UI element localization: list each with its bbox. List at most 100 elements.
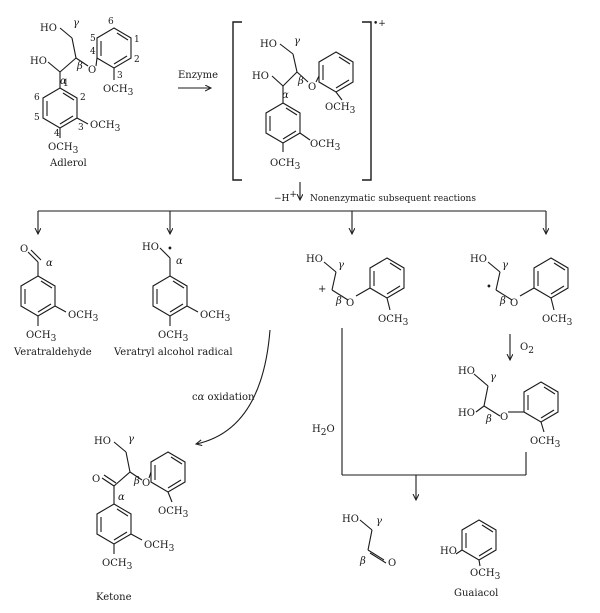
- carbocation-structure: HO γ + β O OCH3: [306, 254, 409, 328]
- svg-text:6: 6: [34, 93, 40, 103]
- glycolaldehyde-structure: HO γ β O: [342, 514, 396, 569]
- svg-text:OCH3: OCH3: [68, 310, 99, 324]
- svg-text:•: •: [486, 282, 492, 293]
- svg-text:γ: γ: [376, 516, 382, 527]
- svg-text:2: 2: [80, 93, 86, 103]
- svg-text:HO: HO: [252, 71, 269, 82]
- beta-radical-structure: HO γ • β O OCH3: [470, 254, 573, 328]
- svg-text:HO: HO: [40, 23, 57, 34]
- svg-text:γ: γ: [338, 260, 344, 271]
- svg-text:HO: HO: [142, 242, 159, 253]
- svg-text:Nonenzymatic subsequent reacti: Nonenzymatic subsequent reactions: [310, 194, 476, 204]
- diol-structure: HO γ HO β O OCH3: [458, 366, 561, 450]
- svg-text:3: 3: [117, 71, 123, 81]
- svg-text:O: O: [142, 478, 150, 489]
- branching-arrows: −H+ Nonenzymatic subsequent reactions: [38, 182, 546, 234]
- ketone-label: Ketone: [96, 592, 132, 603]
- svg-text:γ: γ: [502, 260, 508, 271]
- svg-text:HO: HO: [342, 514, 359, 525]
- svg-text:OCH3: OCH3: [103, 84, 134, 98]
- svg-text:γ: γ: [128, 434, 134, 445]
- svg-text:α: α: [118, 492, 125, 503]
- svg-text:3: 3: [78, 123, 84, 133]
- svg-text:4: 4: [54, 129, 60, 139]
- svg-text:OCH3: OCH3: [542, 314, 573, 328]
- svg-text:−H+: −H+: [274, 190, 297, 204]
- svg-text:OCH3: OCH3: [158, 506, 189, 520]
- svg-text:β: β: [485, 414, 492, 425]
- svg-text:γ: γ: [73, 18, 79, 29]
- svg-text:O: O: [510, 298, 518, 309]
- svg-text:OCH3: OCH3: [90, 120, 121, 134]
- svg-text:OCH3: OCH3: [158, 330, 189, 344]
- svg-text:5: 5: [90, 34, 96, 44]
- adlerol-label: Adlerol: [49, 158, 87, 169]
- svg-text:+: +: [318, 284, 326, 295]
- veratryl-radical-structure: HO • α OCH3 OCH3 Veratryl alcohol radica…: [113, 242, 233, 358]
- svg-text:HO: HO: [30, 56, 47, 67]
- guaiacol-label: Guaiacol: [454, 588, 498, 599]
- svg-text:OCH3: OCH3: [48, 142, 79, 156]
- svg-text:4: 4: [90, 47, 96, 57]
- svg-text:α: α: [176, 256, 183, 267]
- svg-text:HO: HO: [440, 546, 457, 557]
- svg-text:•: •: [167, 244, 173, 255]
- svg-text:β: β: [76, 61, 83, 72]
- radical-cation-structure: •+ HO HO O γ α β OCH3 OCH3 OCH3: [232, 19, 386, 181]
- svg-text:OCH3: OCH3: [144, 540, 175, 554]
- guaiacol-structure: HO OCH3 Guaiacol: [440, 519, 501, 599]
- svg-text:O: O: [346, 298, 354, 309]
- merge-arrows: H2O: [312, 328, 527, 500]
- svg-text:O: O: [388, 558, 396, 569]
- svg-text:OCH3: OCH3: [470, 568, 501, 582]
- svg-text:O: O: [20, 244, 28, 255]
- svg-text:OCH3: OCH3: [270, 158, 301, 172]
- veratraldehyde-structure: O α OCH3 OCH3 Veratraldehyde: [13, 244, 99, 358]
- oxygen-step: O2: [510, 334, 534, 360]
- svg-text:OCH3: OCH3: [200, 310, 231, 324]
- svg-text:β: β: [297, 76, 304, 87]
- svg-text:•+: •+: [373, 19, 386, 29]
- svg-text:OCH3: OCH3: [325, 102, 356, 116]
- enzyme-step: Enzyme: [178, 70, 218, 88]
- svg-text:O: O: [92, 474, 100, 485]
- svg-text:Enzyme: Enzyme: [178, 70, 218, 81]
- svg-text:β: β: [359, 556, 366, 567]
- svg-text:β: β: [499, 296, 506, 307]
- svg-text:cα oxidation: cα oxidation: [192, 392, 255, 403]
- svg-text:α: α: [46, 258, 53, 269]
- svg-text:HO: HO: [306, 254, 323, 265]
- svg-text:α: α: [60, 76, 67, 87]
- svg-text:H2O: H2O: [312, 424, 335, 438]
- svg-text:5: 5: [34, 113, 40, 123]
- svg-text:O2: O2: [520, 342, 534, 356]
- svg-text:β: β: [133, 476, 140, 487]
- svg-text:HO: HO: [458, 408, 475, 419]
- svg-text:OCH3: OCH3: [310, 139, 341, 153]
- svg-text:HO: HO: [470, 254, 487, 265]
- svg-text:OCH3: OCH3: [26, 330, 57, 344]
- svg-text:γ: γ: [294, 36, 300, 47]
- svg-text:OCH3: OCH3: [378, 314, 409, 328]
- svg-text:O: O: [500, 412, 508, 423]
- svg-text:HO: HO: [458, 366, 475, 377]
- svg-text:1: 1: [63, 79, 69, 89]
- svg-text:OCH3: OCH3: [102, 558, 133, 572]
- svg-text:1: 1: [134, 35, 140, 45]
- svg-text:γ: γ: [490, 372, 496, 383]
- ketone-structure: HO O O γ α β OCH3 OCH3 OCH3 Ketone: [92, 434, 189, 603]
- svg-text:6: 6: [108, 17, 114, 27]
- calpha-oxidation-step: cα oxidation: [192, 329, 271, 444]
- veratryl-radical-label: Veratryl alcohol radical: [113, 347, 233, 358]
- veratraldehyde-label: Veratraldehyde: [13, 347, 92, 358]
- svg-text:HO: HO: [94, 436, 111, 447]
- svg-text:O: O: [308, 82, 316, 93]
- svg-text:β: β: [335, 296, 342, 307]
- svg-text:2: 2: [134, 55, 140, 65]
- svg-text:OCH3: OCH3: [530, 436, 561, 450]
- svg-text:HO: HO: [260, 39, 277, 50]
- svg-text:O: O: [88, 65, 96, 76]
- svg-text:α: α: [282, 90, 289, 101]
- adlerol-structure: HO HO O γ α β 6 1 2 3 4 5 1 2 3 4 5 6 OC…: [30, 17, 140, 169]
